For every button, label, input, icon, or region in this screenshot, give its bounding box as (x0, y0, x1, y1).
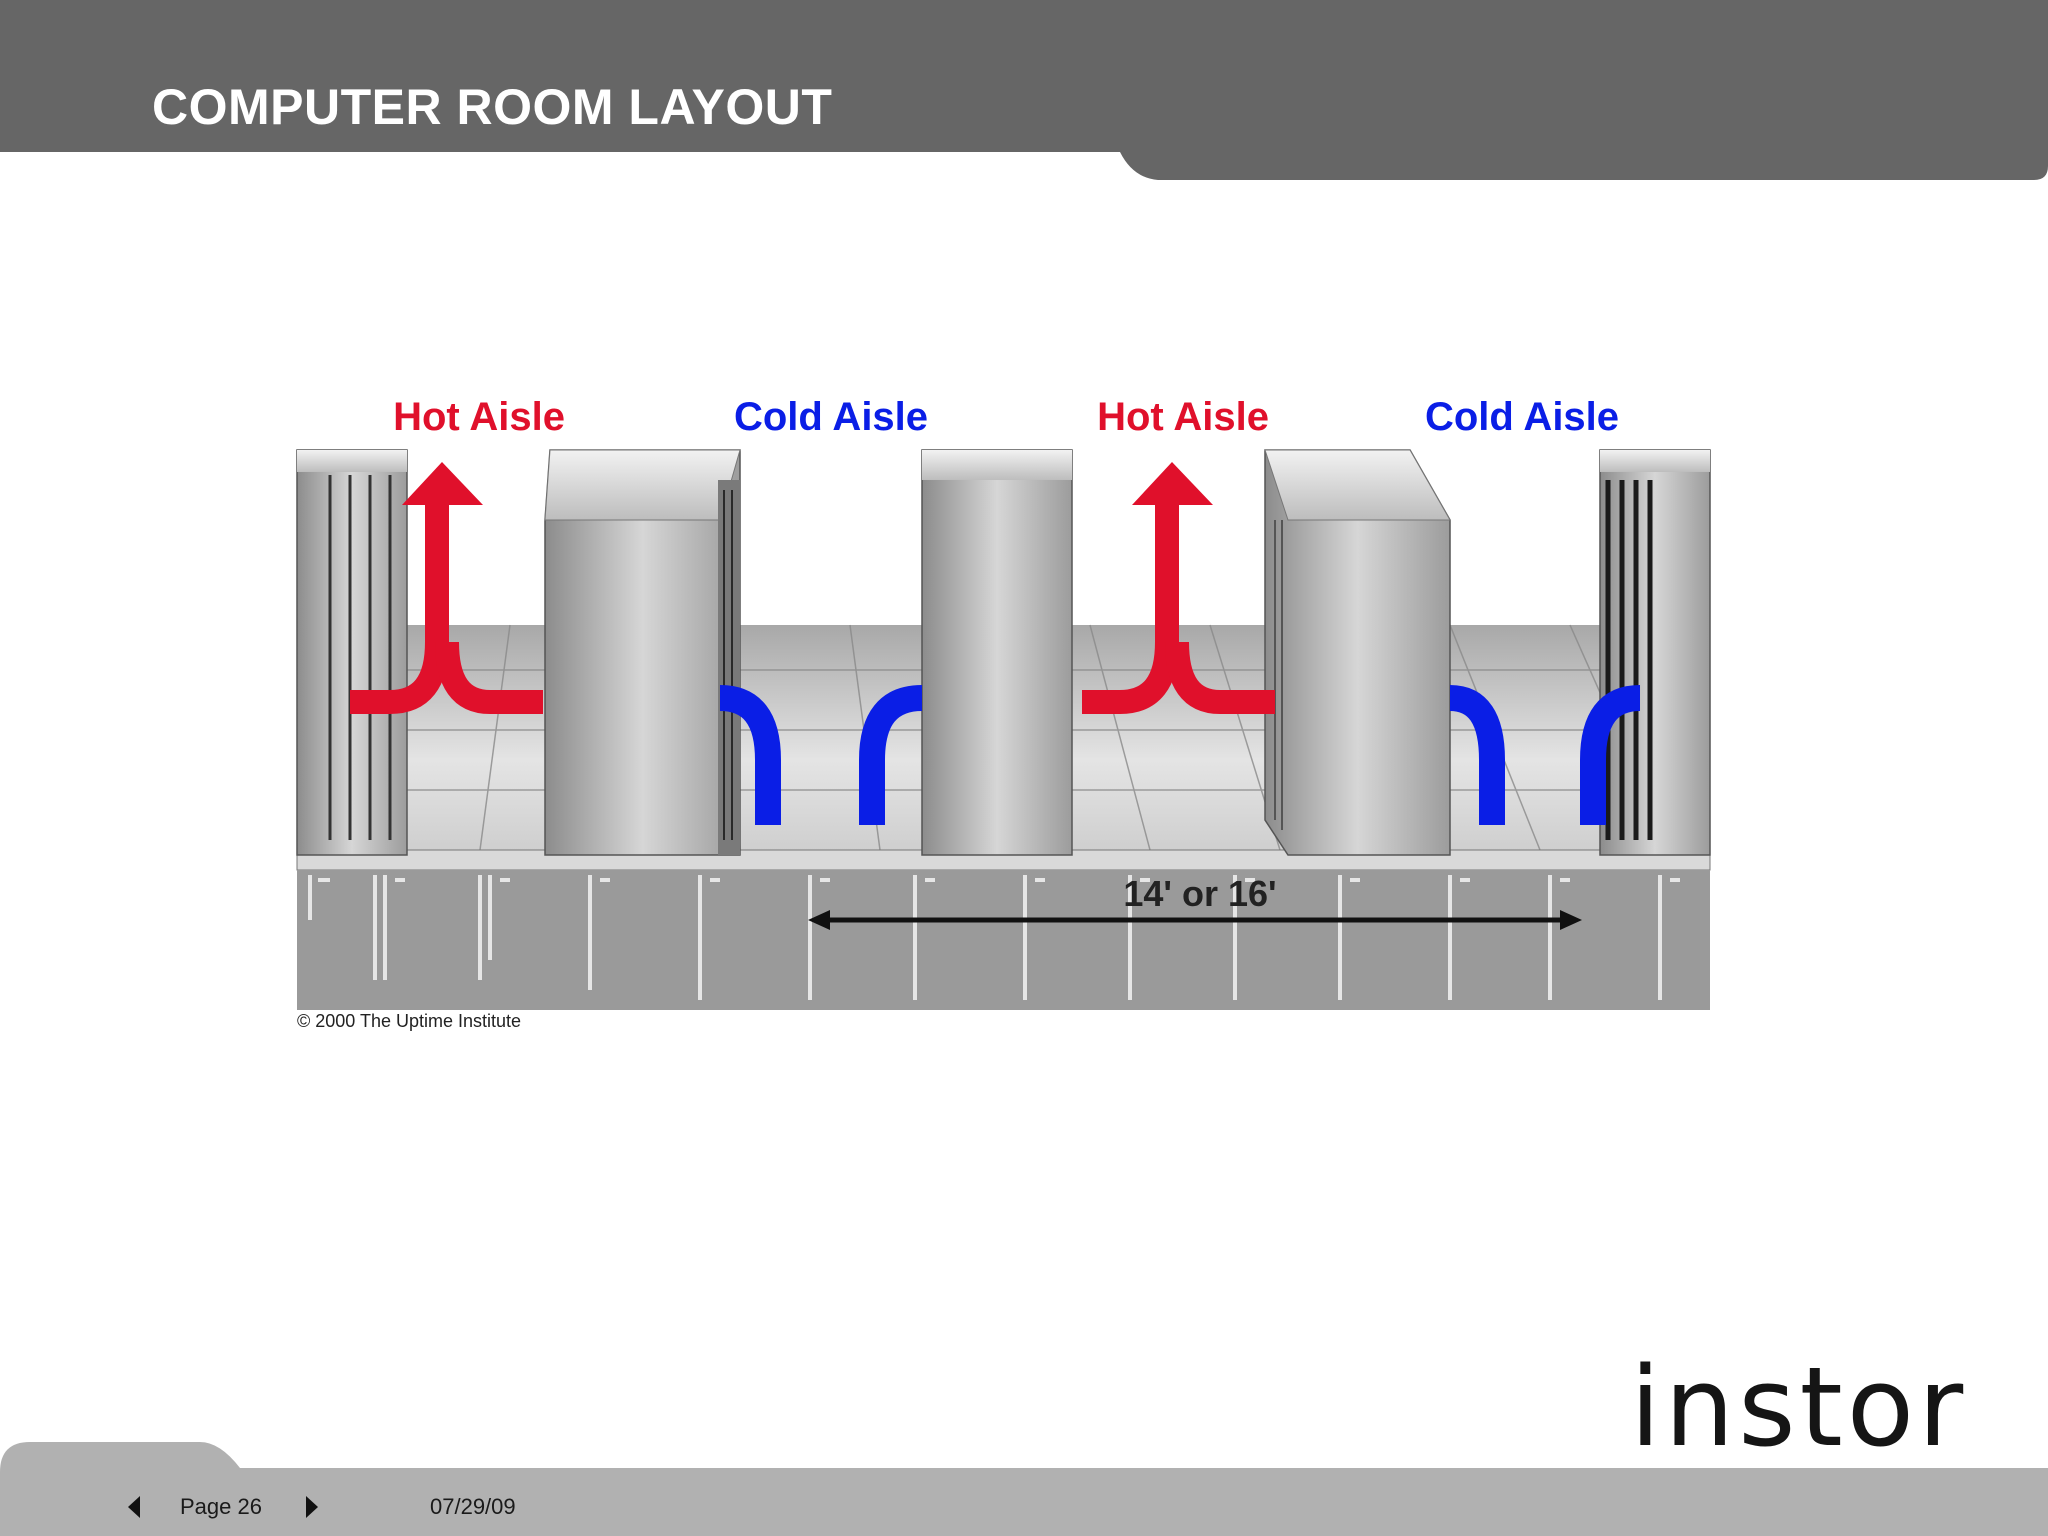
next-page-icon[interactable] (302, 1494, 322, 1520)
server-rack-2 (544, 449, 741, 856)
hot-cold-aisle-diagram: Hot Aisle Cold Aisle Hot Aisle Cold Aisl… (296, 395, 1711, 1031)
hot-air-arrow-2 (1082, 500, 1275, 714)
hot-air-arrowhead-2 (1132, 462, 1213, 505)
aisle-label-cold-1: Cold Aisle (734, 395, 928, 439)
footer-date: 07/29/09 (430, 1494, 516, 1519)
server-rack-5 (1599, 449, 1711, 856)
header-bar (0, 0, 2048, 180)
page-number: Page 26 (180, 1494, 262, 1519)
footer-bar (0, 1442, 2048, 1536)
subfloor-plenum (297, 870, 1710, 1010)
cold-air-arrow-2 (1449, 685, 1641, 825)
svg-text:instor: instor (1630, 1343, 1967, 1471)
copyright-text: © 2000 The Uptime Institute (297, 1011, 521, 1031)
aisle-label-hot-1: Hot Aisle (393, 395, 565, 439)
server-rack-1 (296, 449, 408, 856)
aisle-label-cold-2: Cold Aisle (1425, 395, 1619, 439)
cold-air-arrow-1 (719, 685, 923, 825)
aisle-label-hot-2: Hot Aisle (1097, 395, 1269, 439)
dimension-arrow (808, 910, 1582, 930)
server-rack-3 (921, 449, 1073, 856)
dimension-label: 14' or 16' (1123, 873, 1276, 914)
slide-title: COMPUTER ROOM LAYOUT (152, 79, 833, 135)
server-rack-4 (1264, 449, 1451, 856)
instor-logo: instor (1620, 1343, 2000, 1471)
hot-air-arrowhead-1 (402, 462, 483, 505)
hot-air-arrow-1 (350, 500, 543, 714)
prev-page-icon[interactable] (124, 1494, 144, 1520)
